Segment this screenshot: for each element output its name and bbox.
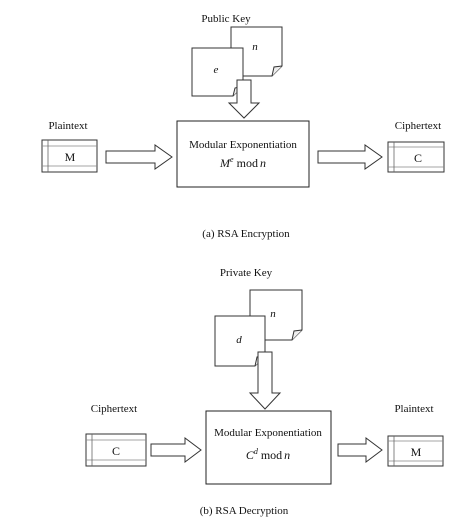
dec-output-arrow xyxy=(337,437,383,463)
enc-output-label: Ciphertext xyxy=(395,120,441,132)
enc-key-doc-front: e xyxy=(191,47,244,97)
enc-output-symbol: C xyxy=(414,151,422,165)
dec-key-doc-back-symbol: n xyxy=(270,308,276,320)
enc-input-label: Plaintext xyxy=(48,120,87,132)
dec-key-arrow xyxy=(248,351,282,410)
enc-key-label: Public Key xyxy=(201,13,251,25)
enc-key-doc-front-symbol: e xyxy=(214,64,219,76)
enc-output-scroll: C xyxy=(387,141,445,173)
dec-input-label: Ciphertext xyxy=(91,403,137,415)
dec-key-label: Private Key xyxy=(220,267,273,279)
dec-formula-exp: d xyxy=(254,447,259,456)
dec-output-label: Plaintext xyxy=(394,403,433,415)
enc-formula-exp: e xyxy=(230,155,234,164)
dec-input-scroll: C xyxy=(85,433,147,467)
dec-input-symbol: C xyxy=(112,444,120,458)
enc-input-scroll: M xyxy=(41,139,98,173)
dec-input-arrow xyxy=(150,437,202,463)
dec-output-symbol: M xyxy=(411,445,422,459)
dec-formula-modulus: n xyxy=(284,448,290,462)
enc-formula-mod-op: mod xyxy=(237,156,258,170)
enc-caption: (a) RSA Encryption xyxy=(202,228,290,240)
dec-output-scroll: M xyxy=(387,435,444,467)
enc-formula-base: M xyxy=(219,156,231,170)
enc-key-doc-back-symbol: n xyxy=(252,41,258,53)
enc-formula-modulus: n xyxy=(260,156,266,170)
encryption-panel: Public Key n e Plaintext M Mo xyxy=(41,13,445,240)
dec-formula-base: C xyxy=(246,448,255,462)
enc-process-title: Modular Exponentiation xyxy=(189,139,297,151)
dec-formula-mod-op: mod xyxy=(261,448,282,462)
enc-input-arrow xyxy=(105,144,173,170)
enc-output-arrow xyxy=(317,144,383,170)
dec-process-title: Modular Exponentiation xyxy=(214,427,322,439)
dec-caption: (b) RSA Decryption xyxy=(200,505,289,517)
enc-key-arrow xyxy=(227,79,261,119)
dec-key-doc-front-symbol: d xyxy=(236,334,242,346)
decryption-panel: Private Key n d Ciphertext C xyxy=(85,267,444,517)
enc-input-symbol: M xyxy=(65,150,76,164)
